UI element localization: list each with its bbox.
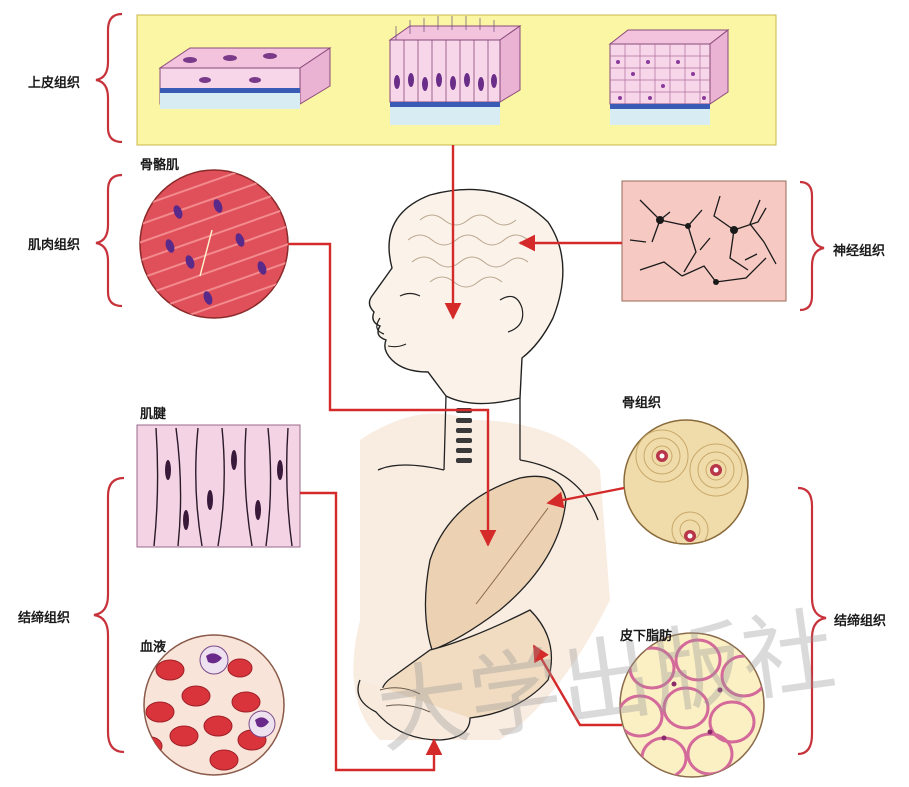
bracket-nervous <box>800 182 824 310</box>
label-connective-tissue-right: 结缔组织 <box>834 610 886 629</box>
bracket-epithelial <box>96 14 122 142</box>
label-epithelial-tissue: 上皮组织 <box>28 72 80 91</box>
bracket-muscle <box>96 175 122 306</box>
label-muscle-tissue: 肌肉组织 <box>28 234 80 253</box>
label-bone-tissue: 骨组织 <box>622 392 661 411</box>
epithelial-panel <box>137 15 776 145</box>
label-skeletal-muscle: 骨骼肌 <box>140 154 179 173</box>
label-nervous-tissue: 神经组织 <box>833 240 885 259</box>
bone-sample <box>624 420 748 548</box>
label-blood: 血液 <box>140 636 166 655</box>
bracket-connective-left <box>94 478 124 752</box>
tendon-sample <box>137 425 300 547</box>
label-connective-tissue-left: 结缔组织 <box>18 607 70 626</box>
blood-sample <box>138 635 284 775</box>
nervous-tissue-sample <box>622 181 786 301</box>
skeletal-muscle-sample <box>130 150 300 336</box>
squamous-epithelium-block <box>160 48 330 109</box>
label-subcutaneous-fat: 皮下脂肪 <box>620 625 672 644</box>
label-tendon: 肌腱 <box>140 403 166 422</box>
